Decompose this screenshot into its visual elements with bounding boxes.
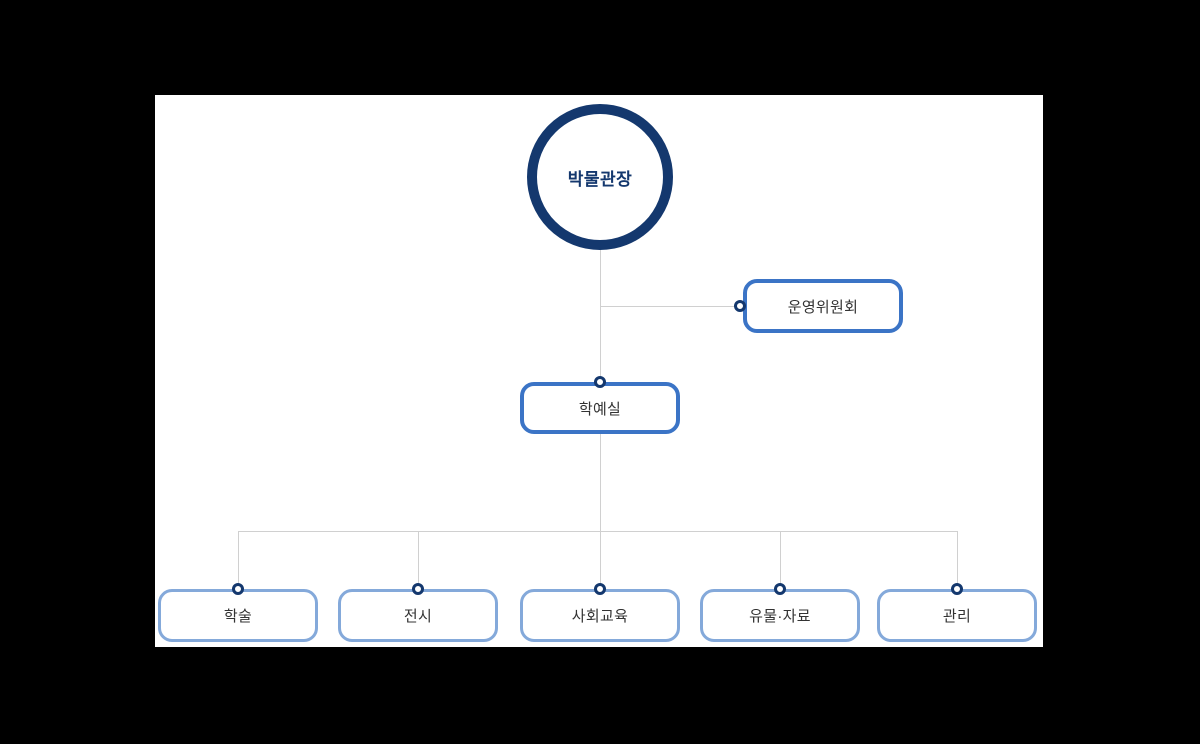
dept-social-education-label: 사회교육 bbox=[571, 608, 629, 625]
connector-committee-branch bbox=[600, 306, 740, 307]
anchor-dot-relics-materials bbox=[774, 583, 786, 595]
dept-management-label: 관리 bbox=[942, 608, 972, 625]
node-dept-relics-materials: 유물·자료 bbox=[700, 589, 860, 642]
node-curatorial-office: 학예실 bbox=[520, 382, 680, 434]
dept-relics-materials-label: 유물·자료 bbox=[749, 608, 811, 625]
connector-drop-social-education bbox=[600, 531, 601, 589]
operating-committee-label: 운영위원회 bbox=[787, 298, 859, 316]
anchor-dot-academic bbox=[232, 583, 244, 595]
node-dept-academic: 학술 bbox=[158, 589, 318, 642]
connector-drop-relics-materials bbox=[780, 531, 781, 589]
connector-root-to-office bbox=[600, 250, 601, 382]
node-operating-committee: 운영위원회 bbox=[743, 279, 903, 333]
connector-drop-exhibition bbox=[418, 531, 419, 589]
dept-exhibition-label: 전시 bbox=[403, 608, 433, 625]
connector-drop-management bbox=[957, 531, 958, 589]
anchor-dot-operating-committee bbox=[734, 300, 746, 312]
node-dept-exhibition: 전시 bbox=[338, 589, 498, 642]
node-dept-social-education: 사회교육 bbox=[520, 589, 680, 642]
connector-office-to-bus bbox=[600, 434, 601, 531]
curatorial-office-label: 학예실 bbox=[578, 400, 622, 418]
node-dept-management: 관리 bbox=[877, 589, 1037, 642]
node-museum-director: 박물관장 bbox=[527, 104, 673, 250]
org-chart-canvas: 박물관장 운영위원회 학예실 학술 전시 사회교육 유물·자료 관리 bbox=[155, 95, 1043, 647]
connector-drop-academic bbox=[238, 531, 239, 589]
anchor-dot-social-education bbox=[594, 583, 606, 595]
dept-academic-label: 학술 bbox=[223, 608, 253, 625]
anchor-dot-curatorial-office bbox=[594, 376, 606, 388]
connector-department-bus bbox=[238, 531, 957, 532]
museum-director-label: 박물관장 bbox=[567, 169, 633, 189]
anchor-dot-management bbox=[951, 583, 963, 595]
anchor-dot-exhibition bbox=[412, 583, 424, 595]
